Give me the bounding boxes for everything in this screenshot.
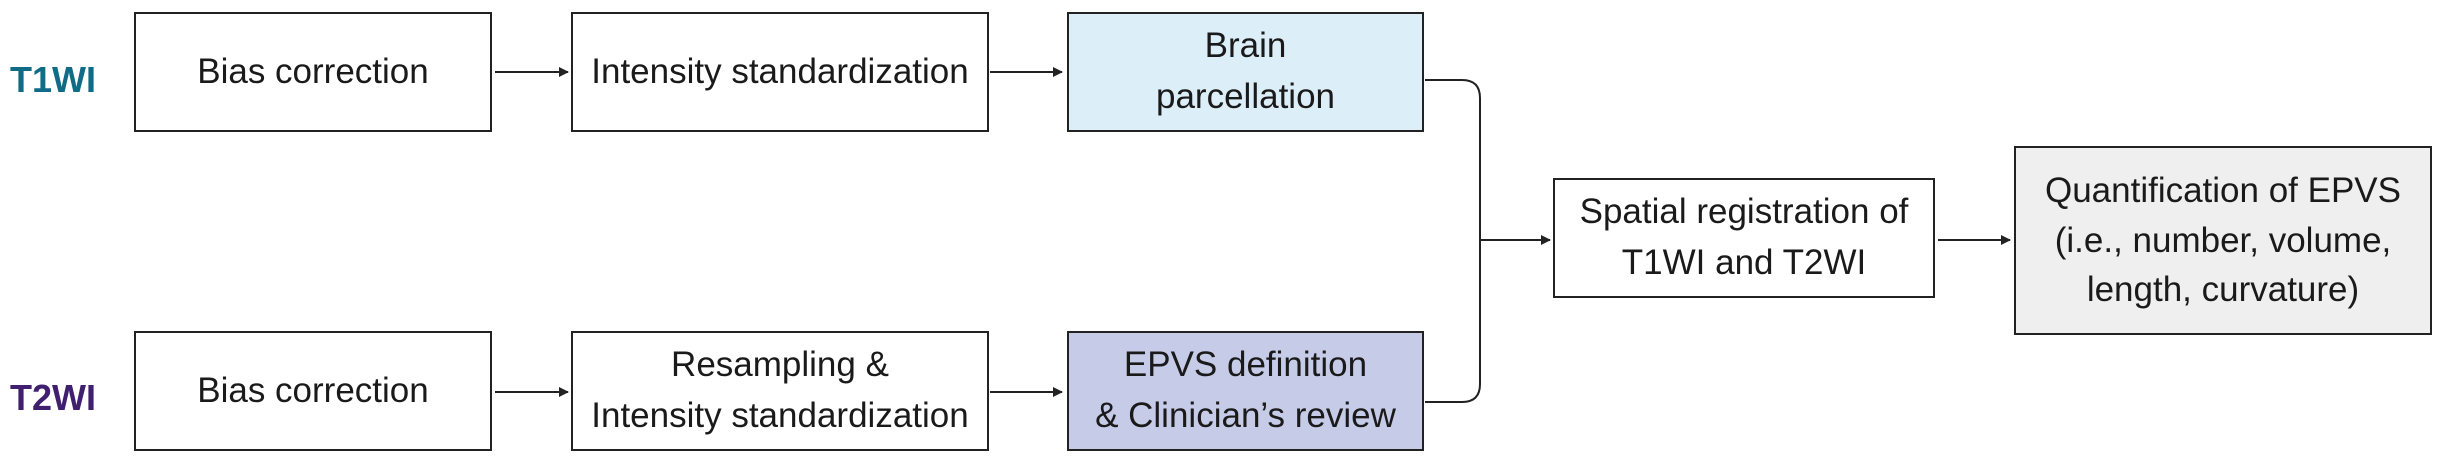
t1-intensity-standardization-label: Intensity standardization bbox=[591, 51, 969, 91]
t2wi-row-label: T2WI bbox=[10, 377, 96, 418]
spatial-registration-box: Spatial registration of T1WI and T2WI bbox=[1553, 178, 1935, 298]
quantification-box: Quantification of EPVS (i.e., number, vo… bbox=[2014, 146, 2432, 335]
quantification-line-3: length, curvature) bbox=[2086, 270, 2360, 310]
resampling-standardization-box: Resampling & Intensity standardization bbox=[571, 331, 989, 451]
t1-bias-correction-box: Bias correction bbox=[134, 12, 492, 132]
spatial-registration-line-1: Spatial registration of bbox=[1579, 192, 1909, 232]
connector-epvs-bracket bbox=[1425, 238, 1481, 403]
resampling-line-1: Resampling & bbox=[671, 345, 889, 385]
t2-bias-correction-box: Bias correction bbox=[134, 331, 492, 451]
epvs-definition-box: EPVS definition & Clinician’s review bbox=[1067, 331, 1424, 451]
spatial-registration-line-2: T1WI and T2WI bbox=[1621, 243, 1867, 282]
brain-parcellation-line-1: Brain bbox=[1204, 26, 1287, 66]
t1-intensity-standardization-box: Intensity standardization bbox=[571, 12, 989, 132]
t2-bias-correction-label: Bias correction bbox=[197, 370, 429, 410]
brain-parcellation-box: Brain parcellation bbox=[1067, 12, 1424, 132]
brain-parcellation-line-2: parcellation bbox=[1156, 77, 1335, 116]
epvs-definition-line-1: EPVS definition bbox=[1123, 345, 1368, 385]
resampling-line-2: Intensity standardization bbox=[591, 396, 969, 435]
quantification-line-1: Quantification of EPVS bbox=[2044, 170, 2402, 210]
t1-bias-correction-label: Bias correction bbox=[197, 51, 429, 91]
epvs-definition-line-2: & Clinician’s review bbox=[1095, 396, 1396, 435]
connector-parcellation-bracket bbox=[1425, 79, 1481, 238]
t1wi-row-label: T1WI bbox=[10, 59, 96, 100]
quantification-line-2: (i.e., number, volume, bbox=[2054, 220, 2392, 260]
